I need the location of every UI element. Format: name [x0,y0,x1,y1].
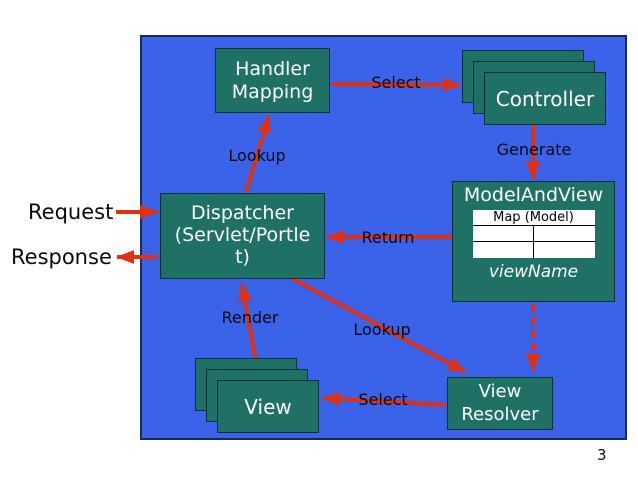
controller-label: Controller [495,86,595,111]
edge-label-render: Render [221,308,279,327]
view-label: View [244,394,292,419]
request-label: Request [28,200,114,224]
response-label: Response [11,245,112,269]
view-resolver-label-line2: Resolver [461,403,539,425]
node-view-resolver: View Resolver [447,377,553,430]
node-handler-mapping: Handler Mapping [215,48,330,113]
edge-label-lookup-resolver: Lookup [353,320,411,339]
edge-label-select-view: Select [358,390,408,409]
handler-mapping-label-line2: Mapping [231,80,314,103]
model-map-cell [473,241,534,258]
dispatcher-label-line1: Dispatcher [191,202,294,225]
model-map-cell [533,226,595,242]
model-map-cell [472,225,534,242]
edge-label-select-controller: Select [371,73,421,92]
edge-label-return: Return [361,228,415,247]
node-model-and-view: ModelAndView Map (Model) viewName [452,181,615,302]
view-name-label: viewName [488,261,579,282]
handler-mapping-label-line1: Handler [235,57,310,80]
node-view-stack: View [195,358,320,434]
page-number: 3 [597,446,607,464]
model-map-table-grid [472,225,595,258]
model-map-cell [534,242,595,258]
node-dispatcher: Dispatcher (Servlet/Portle t) [160,193,325,279]
view-resolver-label-line1: View [478,381,522,402]
dispatcher-label-line3: t) [235,245,250,268]
model-and-view-title: ModelAndView [463,184,604,206]
node-controller-stack: Controller [462,50,607,126]
model-map-table-header: Map (Model) [472,210,595,226]
edge-label-lookup-handler: Lookup [228,146,286,165]
edge-label-generate: Generate [496,140,572,159]
node-controller: Controller [484,72,606,125]
dispatcher-label-line2: (Servlet/Portle [174,224,311,247]
model-map-table: Map (Model) [472,209,595,258]
node-view: View [217,380,319,433]
